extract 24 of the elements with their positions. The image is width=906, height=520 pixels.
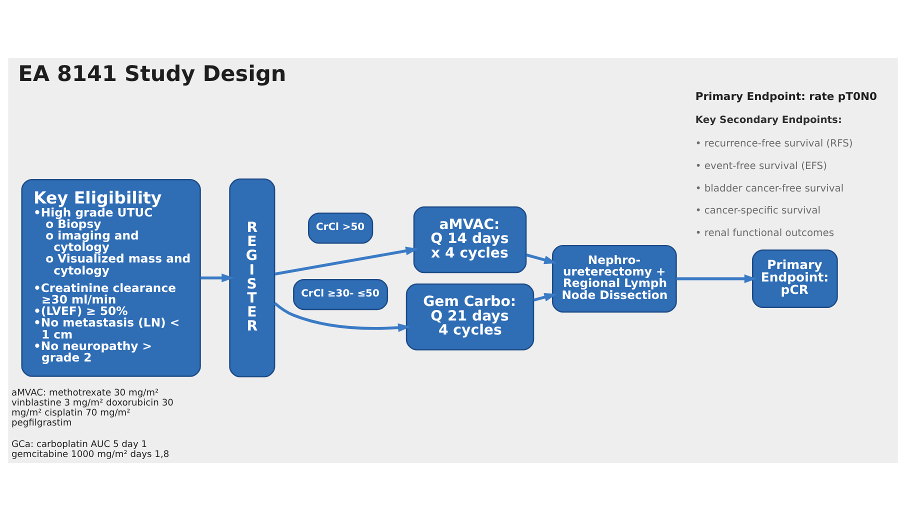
node-box: CrCl >50: [308, 212, 374, 244]
label: GCa: carboplatin AUC 5 day 1 gemcitabine 1000 mg/m² days 1,8: [11, 440, 170, 460]
label: • event-free survival (EFS): [695, 160, 827, 172]
label: aMVAC: methotrexate 30 mg/m² vinblastine 3 mg/m² doxorubicin 30 mg/m² cisplatin 70 mg/m² pegfilgrastim: [11, 388, 174, 428]
label: • renal functional outcomes: [695, 228, 834, 239]
arrow: [533, 292, 557, 302]
node-box: Gem Carbo: Q 21 days 4 cycles: [406, 283, 534, 350]
arrow: [526, 253, 557, 264]
arrow: [274, 246, 418, 275]
arrow: [274, 302, 411, 332]
node-box: CrCl ≥30- ≤50: [293, 278, 388, 310]
node-box: Key Eligibility •High grade UTUC o Biopsy o imaging and cytology o Visualized mass and cytology •Creatinine clearance ≥30 ml/min •(LVEF) ≥ 50% •No metastasis (LN) < 1 cm •No neuropathy > grade 2: [21, 178, 201, 376]
node-box: Primary Endpoint: pCR: [752, 249, 838, 308]
diagram-title: EA 8141 Study Design: [18, 62, 286, 87]
label: • cancer-specific survival: [695, 205, 820, 216]
arrow: [676, 274, 757, 283]
label: Primary Endpoint: rate pT0N0: [695, 89, 877, 102]
arrow: [200, 273, 234, 282]
node-box: Nephro-ureterectomy + Regional Lymph Node Dissection: [552, 244, 677, 312]
node-box: REGISTER: [229, 178, 276, 377]
node-box: aMVAC: Q 14 days x 4 cycles: [413, 206, 527, 273]
label: • recurrence-free survival (RFS): [695, 138, 853, 149]
label: Key Secondary Endpoints:: [695, 114, 842, 126]
label: • bladder cancer-free survival: [695, 182, 844, 194]
